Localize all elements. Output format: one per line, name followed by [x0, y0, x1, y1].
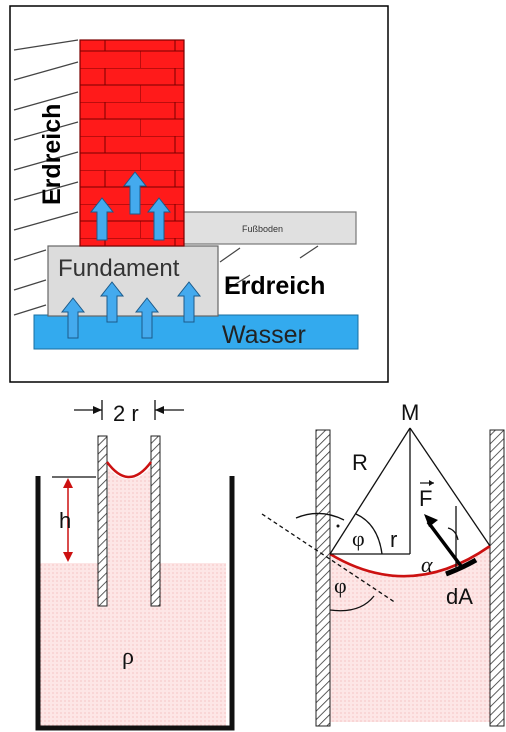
force-arrow	[426, 520, 463, 568]
up-arrow-icon	[134, 297, 160, 339]
force-label: F	[419, 486, 432, 511]
diameter-dimension	[74, 400, 184, 420]
meniscus-geometry-diagram: M R r φ φ F α dA	[261, 400, 505, 727]
up-arrow-icon	[89, 197, 115, 241]
tube-wall-left	[97, 435, 108, 607]
erdreich-left-label: Erdreich	[38, 104, 66, 205]
tube-wall-right	[150, 435, 161, 607]
force-vector-arrowhead	[429, 480, 434, 486]
geometry-liquid	[330, 546, 490, 722]
geometry-meniscus	[329, 544, 491, 578]
geometry-lines	[261, 427, 491, 612]
brick-wall	[79, 39, 185, 247]
up-arrow-icon	[99, 281, 125, 323]
geometry-wall-left	[315, 429, 331, 727]
erdreich-right-label: Erdreich	[224, 272, 325, 300]
tube-liquid	[108, 468, 150, 606]
geometry-wall-right	[489, 429, 505, 727]
up-arrow-icon	[122, 171, 148, 215]
diameter-label: 2 r	[113, 401, 139, 426]
soil-hatching-right	[219, 245, 319, 291]
height-label: h	[59, 508, 71, 533]
angle-marker	[336, 524, 340, 528]
height-dimension	[52, 476, 96, 562]
up-arrow-icon	[146, 197, 172, 241]
vessel-wall	[35, 476, 235, 731]
capillary-diagram: 2 r h ρ	[35, 400, 235, 731]
fussboden-label: Fußboden	[242, 224, 283, 234]
up-arrow-icon	[176, 281, 202, 323]
water-layer	[33, 314, 359, 350]
center-label: M	[401, 400, 419, 425]
force-angle-label: α	[421, 552, 433, 577]
capillary-arrows-wall	[89, 171, 172, 241]
small-radius-label: r	[390, 527, 397, 552]
angle-left-label: φ	[334, 573, 347, 598]
density-label: ρ	[122, 644, 134, 670]
up-arrow-icon	[60, 297, 86, 339]
tube-meniscus	[105, 461, 153, 479]
capillary-arrows-foundation	[60, 281, 202, 339]
soil-hatching-left	[13, 39, 79, 316]
area-element-label: dA	[446, 584, 473, 609]
angle-top-label: φ	[352, 526, 365, 551]
force-arrow-head	[424, 514, 438, 527]
wasser-label: Wasser	[222, 321, 306, 349]
fundament-label: Fundament	[58, 255, 180, 282]
area-element-segment	[445, 557, 478, 577]
radius-label: R	[352, 450, 368, 475]
foundation-diagram: Fundament Erdreich Fußboden Wasser Erdre…	[9, 5, 389, 383]
